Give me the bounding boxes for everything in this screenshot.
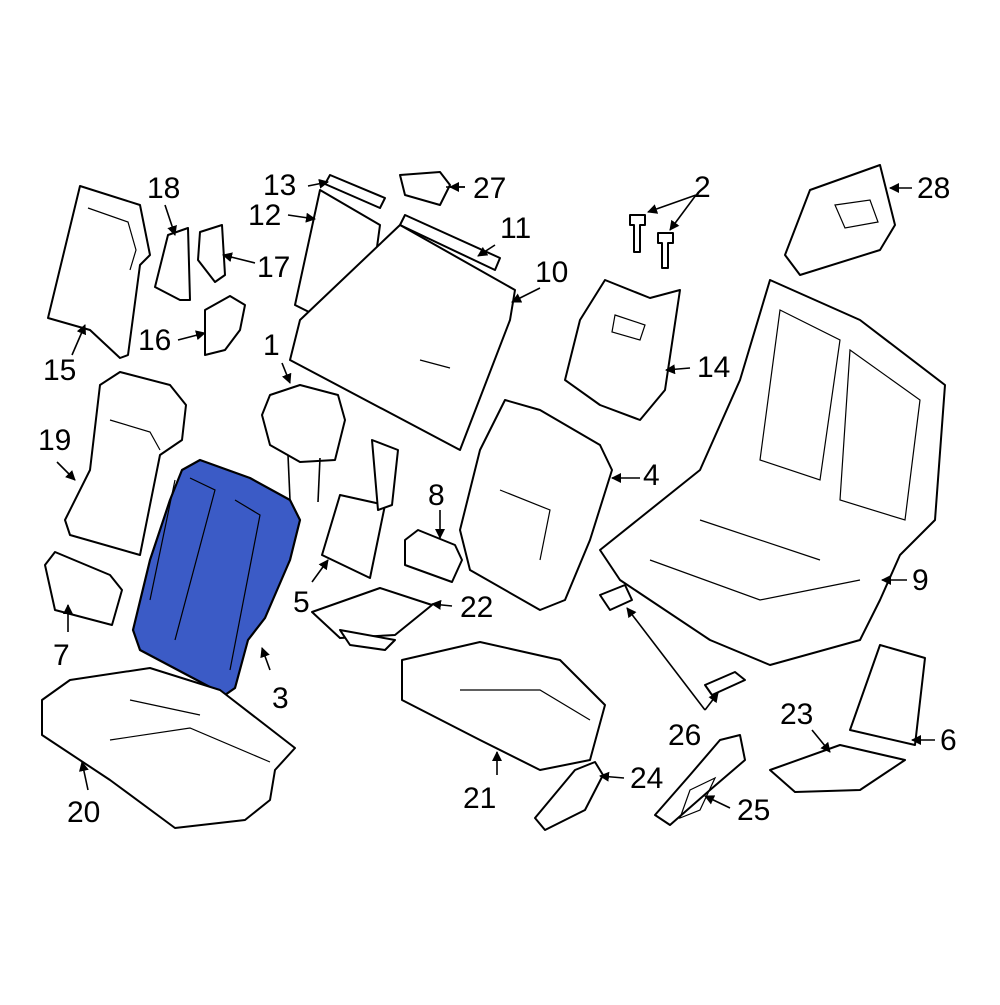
callout-21: 21 [463,782,496,815]
part-20-seat-cushion [41,667,296,829]
callout-8: 8 [428,479,445,512]
callout-28: 28 [917,172,950,205]
callout-18: 18 [147,172,180,205]
callout-12: 12 [248,199,281,232]
callout-20: 20 [67,796,100,829]
part-5-plate [321,439,399,579]
part-24-hinge [534,761,604,831]
part-9-seat-frame [599,279,946,666]
callout-15: 15 [43,354,76,387]
callout-4: 4 [643,459,660,492]
callout-7: 7 [53,639,70,672]
part-15-back-panel [47,185,151,359]
part-6-board [849,644,926,746]
part-23-mat [769,744,906,793]
part-16-bracket [204,295,246,356]
part-25-trim [654,734,746,826]
callout-1: 1 [263,329,280,362]
part-19-back-cushion [64,371,187,556]
part-22-tray [311,587,433,651]
callout-2: 2 [694,171,711,204]
callout-23: 23 [780,698,813,731]
callout-10: 10 [535,256,568,289]
part-10-board [289,224,516,451]
part-21-seat-cushion [401,641,606,771]
part-7-armrest [44,551,123,626]
part-27-latch [399,171,451,206]
callout-labels: 1 2 3 4 5 6 7 8 9 10 11 12 13 14 15 16 1… [38,169,957,829]
part-1-headrest [261,384,346,503]
part-3-seatback-cover [131,458,302,697]
callout-16: 16 [138,324,171,357]
part-17-side-cover [197,224,226,283]
callout-6: 6 [940,724,957,757]
part-14-bracket-plate [564,279,681,421]
part-11-rail [399,214,501,271]
part-26-clips [599,584,746,696]
callout-5: 5 [293,586,310,619]
leader-lines [56,178,935,809]
part-18-side-cover [154,227,191,301]
part-8-pad [404,529,463,583]
part-4-back-cover [459,399,613,611]
callout-26: 26 [668,719,701,752]
part-28-side-cover [784,164,896,276]
callout-17: 17 [257,251,290,284]
callout-9: 9 [912,564,929,597]
callout-27: 27 [473,172,506,205]
part-2-bolts [629,214,674,269]
callout-24: 24 [630,762,663,795]
callout-11: 11 [500,212,531,245]
callout-3: 3 [272,682,289,715]
callout-14: 14 [697,351,730,384]
callout-22: 22 [460,591,493,624]
callout-25: 25 [737,794,770,827]
callout-13: 13 [263,169,296,202]
callout-19: 19 [38,424,71,457]
